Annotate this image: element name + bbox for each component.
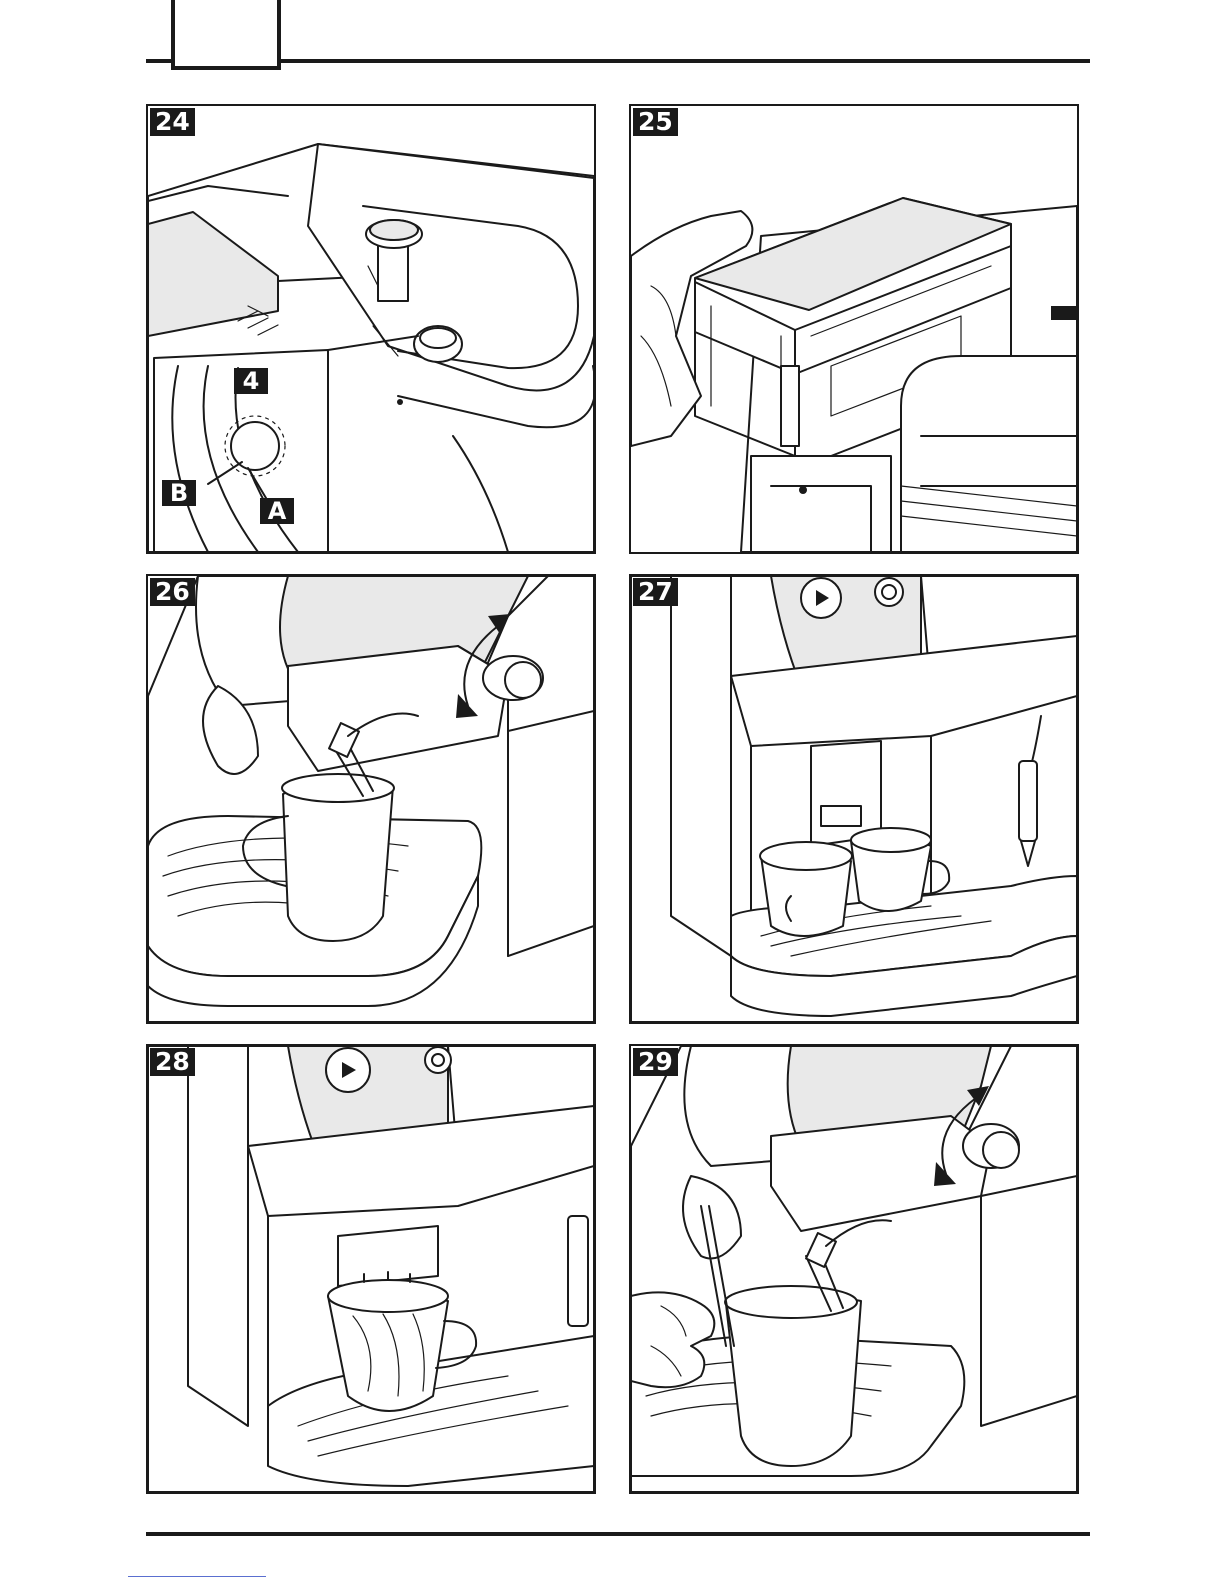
figure-28: 28	[146, 1044, 596, 1494]
callout-label-b: B	[162, 480, 196, 506]
figure-24: 24 4 B A	[146, 104, 596, 554]
header-rule	[146, 59, 1090, 63]
steam-wand-cleaning-illustration	[631, 1046, 1077, 1492]
footer-hyperlink-underline[interactable]	[128, 1576, 266, 1577]
figure-number: 24	[150, 108, 195, 136]
figure-26: 26	[146, 574, 596, 1024]
two-cups-dispensing-illustration	[631, 576, 1077, 1022]
figure-number: 29	[633, 1048, 678, 1076]
figure-number: 28	[150, 1048, 195, 1076]
language-tab-box	[171, 0, 281, 70]
figure-number: 27	[633, 578, 678, 606]
figure-number: 25	[633, 108, 678, 136]
footer-rule	[146, 1532, 1090, 1536]
water-tank-removal-illustration	[631, 106, 1077, 552]
water-tank-grind-dial-illustration	[148, 106, 594, 552]
single-cup-dispensing-illustration	[148, 1046, 594, 1492]
callout-label-4: 4	[234, 368, 268, 394]
figure-29: 29	[629, 1044, 1079, 1494]
figure-number: 26	[150, 578, 195, 606]
figure-27: 27	[629, 574, 1079, 1024]
steam-knob-pitcher-illustration	[148, 576, 594, 1022]
figure-25: 25	[629, 104, 1079, 554]
callout-label-a: A	[260, 498, 294, 524]
